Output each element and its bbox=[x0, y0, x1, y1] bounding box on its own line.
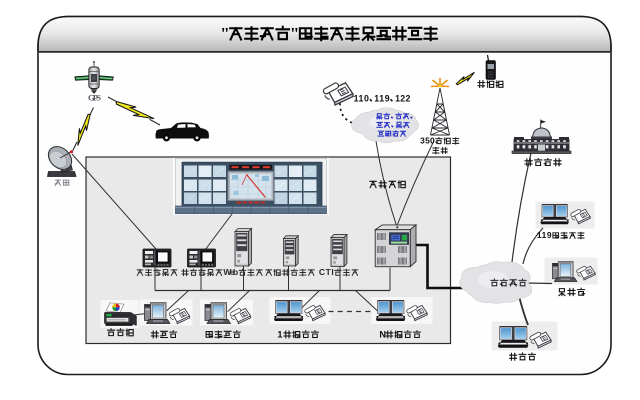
svg-text:122: 122 bbox=[395, 93, 410, 103]
svg-text:110: 110 bbox=[354, 93, 369, 103]
svg-text:350: 350 bbox=[420, 136, 435, 146]
svg-text:": " bbox=[290, 24, 299, 43]
svg-text:CTI: CTI bbox=[319, 267, 334, 277]
svg-text:119: 119 bbox=[374, 93, 389, 103]
svg-text:GPS: GPS bbox=[88, 93, 101, 103]
svg-text:119: 119 bbox=[537, 230, 552, 240]
svg-text:Web: Web bbox=[223, 267, 238, 277]
svg-text:N: N bbox=[379, 329, 386, 339]
svg-text:": " bbox=[220, 24, 229, 43]
svg-text:1: 1 bbox=[277, 329, 282, 339]
